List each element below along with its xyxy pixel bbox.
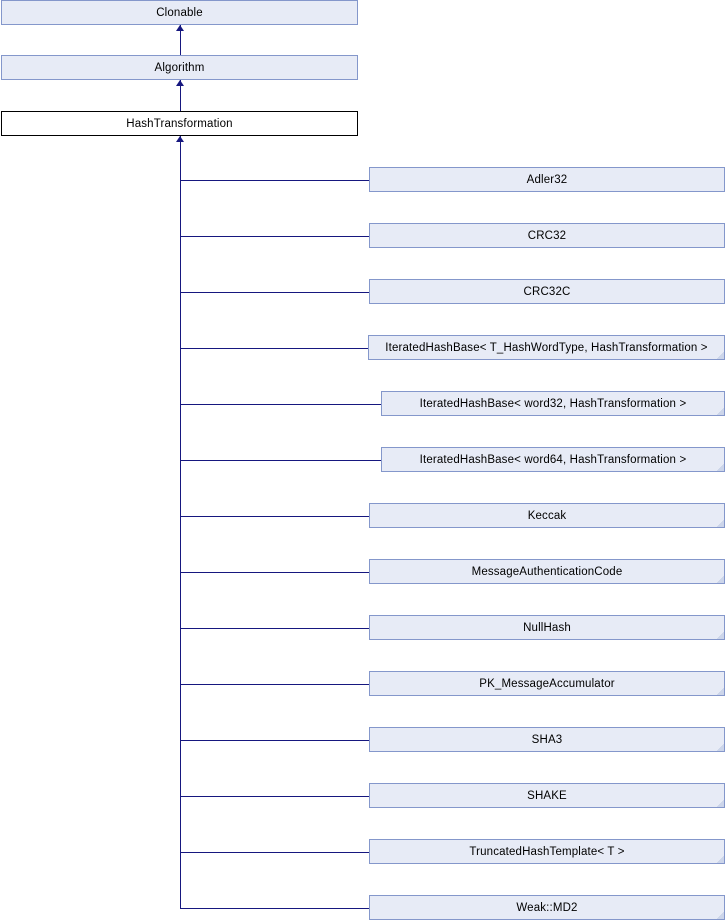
inheritance-branch-6 — [180, 460, 381, 461]
inheritance-branch-10 — [180, 684, 369, 685]
class-node-label: TruncatedHashTemplate< T > — [469, 845, 625, 858]
class-node-label: Keccak — [527, 509, 567, 522]
class-node-label: NullHash — [523, 621, 571, 634]
inheritance-branch-2 — [180, 236, 369, 237]
class-node-crc32[interactable]: CRC32 — [369, 223, 725, 248]
class-node-iteratedhashbase-word32-hashtransformation[interactable]: IteratedHashBase< word32, HashTransforma… — [381, 391, 725, 416]
class-node-crc32c[interactable]: CRC32C — [369, 279, 725, 304]
class-node-label: HashTransformation — [126, 117, 233, 130]
class-node-label: Clonable — [156, 6, 203, 19]
class-node-iteratedhashbase-t-hashwordtype-hashtransformation[interactable]: IteratedHashBase< T_HashWordType, HashTr… — [368, 335, 725, 360]
inheritance-branch-9 — [180, 628, 369, 629]
class-node-label: IteratedHashBase< T_HashWordType, HashTr… — [385, 341, 708, 354]
class-node-algorithm[interactable]: Algorithm — [1, 55, 358, 80]
class-node-hashtransformation[interactable]: HashTransformation — [1, 111, 358, 136]
inheritance-edge-vertical-2 — [180, 80, 181, 111]
class-node-weak-md2[interactable]: Weak::MD2 — [369, 895, 725, 920]
class-node-label: CRC32C — [523, 285, 571, 298]
inheritance-branch-11 — [180, 740, 369, 741]
class-node-iteratedhashbase-word64-hashtransformation[interactable]: IteratedHashBase< word64, HashTransforma… — [381, 447, 725, 472]
class-node-nullhash[interactable]: NullHash — [369, 615, 725, 640]
inheritance-branch-12 — [180, 796, 369, 797]
inheritance-arrow-1 — [176, 25, 184, 31]
inheritance-branch-8 — [180, 572, 369, 573]
class-node-label: CRC32 — [527, 229, 567, 242]
inheritance-edge-vertical-1 — [180, 25, 181, 55]
class-node-adler32[interactable]: Adler32 — [369, 167, 725, 192]
class-node-label: PK_MessageAccumulator — [479, 677, 615, 690]
class-node-sha3[interactable]: SHA3 — [369, 727, 725, 752]
inheritance-arrow-2 — [176, 80, 184, 86]
inheritance-branch-7 — [180, 516, 369, 517]
inheritance-branch-14 — [180, 908, 369, 909]
class-node-label: SHA3 — [531, 733, 563, 746]
inheritance-branch-13 — [180, 852, 369, 853]
class-node-pk-messageaccumulator[interactable]: PK_MessageAccumulator — [369, 671, 725, 696]
inheritance-trunk-line — [180, 136, 181, 909]
class-node-messageauthenticationcode[interactable]: MessageAuthenticationCode — [369, 559, 725, 584]
class-node-label: Algorithm — [154, 61, 205, 74]
inheritance-branch-4 — [180, 348, 368, 349]
inheritance-branch-5 — [180, 404, 381, 405]
class-node-clonable[interactable]: Clonable — [1, 0, 358, 25]
class-node-label: Weak::MD2 — [516, 901, 578, 914]
class-node-shake[interactable]: SHAKE — [369, 783, 725, 808]
inheritance-branch-3 — [180, 292, 369, 293]
inheritance-trunk-arrow — [176, 136, 184, 142]
class-node-keccak[interactable]: Keccak — [369, 503, 725, 528]
class-node-truncatedhashtemplate-t[interactable]: TruncatedHashTemplate< T > — [369, 839, 725, 864]
class-node-label: MessageAuthenticationCode — [471, 565, 623, 578]
class-node-label: IteratedHashBase< word64, HashTransforma… — [419, 453, 687, 466]
class-node-label: IteratedHashBase< word32, HashTransforma… — [419, 397, 687, 410]
class-node-label: SHAKE — [527, 789, 567, 802]
class-node-label: Adler32 — [526, 173, 568, 186]
inheritance-branch-1 — [180, 180, 369, 181]
